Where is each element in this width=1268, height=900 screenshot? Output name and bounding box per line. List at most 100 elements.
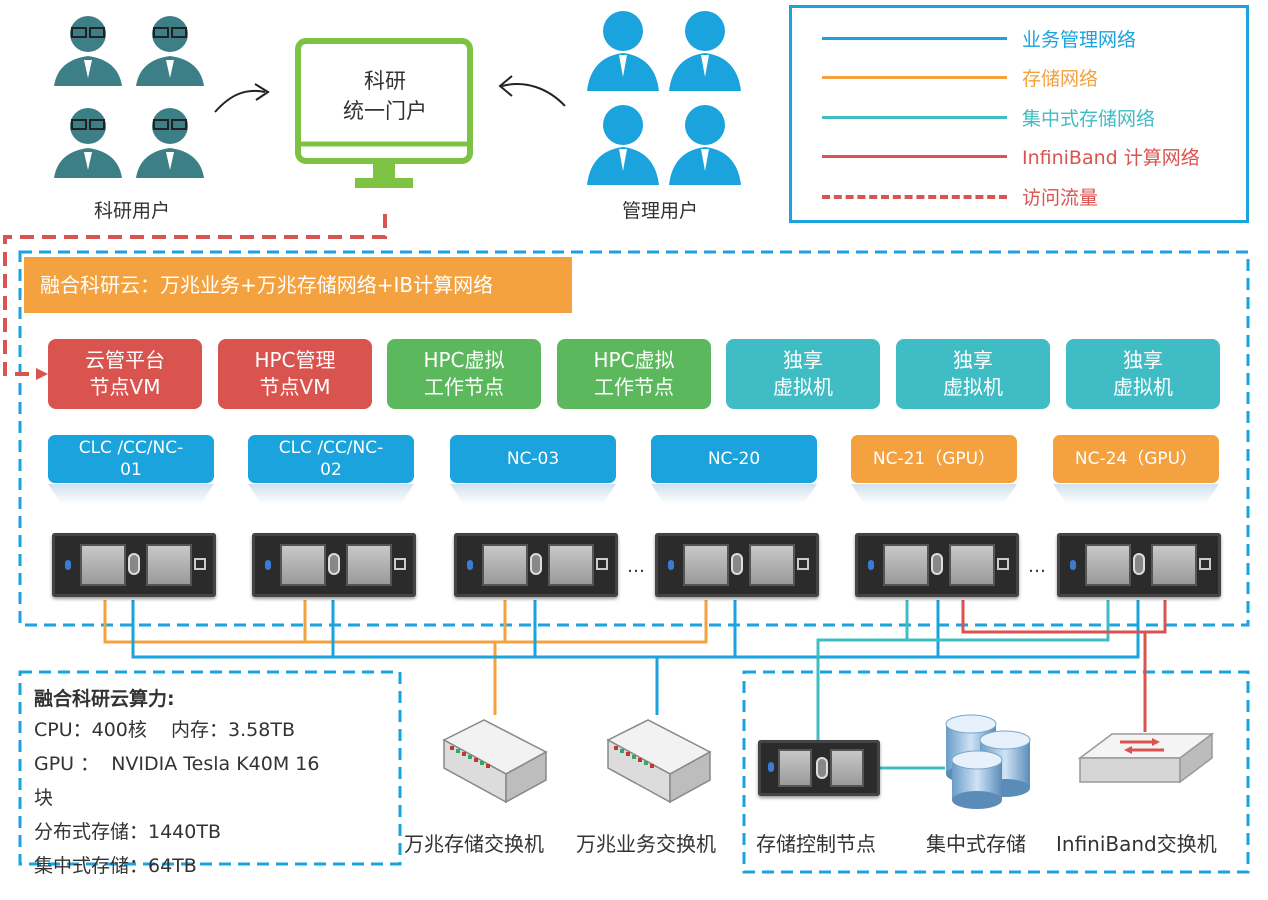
cloud-frame (18, 250, 1250, 627)
role-line2: 工作节点 (594, 375, 674, 399)
infiniband-switch-icon (1077, 732, 1215, 784)
role-box: HPC虚拟工作节点 (387, 339, 541, 409)
power-button-icon (596, 558, 608, 570)
role-line1: 独享 (1123, 348, 1163, 372)
cloud-banner: 融合科研云：万兆业务+万兆存储网络+IB计算网络 (24, 257, 572, 313)
node-label: CLC /CC/NC-01 (48, 435, 214, 483)
portal-monitor-icon (295, 38, 473, 188)
legend-item: 访问流量 (822, 183, 1242, 211)
drive-bay (346, 544, 392, 586)
portal-title-line2: 统一门户 (343, 99, 427, 123)
power-led-icon (467, 560, 473, 570)
role-line2: 节点VM (259, 375, 331, 399)
server-node (52, 533, 216, 597)
legend: 业务管理网络存储网络集中式存储网络 InfiniBand 计算网络访问流量 (789, 5, 1249, 223)
research-arrowhead (254, 83, 270, 101)
node-label-line1: CLC /CC/NC- (78, 438, 184, 458)
research-users-icon (53, 15, 205, 179)
legend-item: 集中式存储网络 (822, 104, 1242, 132)
role-line1: HPC虚拟 (593, 348, 675, 372)
ellipsis-2: … (1028, 556, 1046, 577)
node-label-line1: NC-03 (506, 449, 560, 469)
server-knob (731, 553, 743, 575)
central-storage-lines (816, 600, 1110, 770)
drive-bay (1151, 544, 1197, 586)
legend-label: InfiniBand 计算网络 (1022, 147, 1200, 169)
legend-swatch (822, 116, 1007, 119)
server-node (655, 533, 819, 597)
node-label: CLC /CC/NC-02 (248, 435, 414, 483)
server-node (1057, 533, 1221, 597)
node-shadow (1053, 484, 1219, 504)
access-traffic-line (3, 214, 387, 376)
stats-panel: 融合科研云算力: CPU：400核 内存：3.58TB GPU ： NVIDIA… (34, 684, 396, 883)
central-storage-icon (945, 714, 1031, 809)
drive-bay (749, 544, 795, 586)
role-box: 独享虚拟机 (896, 339, 1050, 409)
node-label: NC-24（GPU） (1053, 435, 1219, 483)
node-label-line2: 02 (320, 460, 342, 480)
research-arrow (214, 90, 266, 113)
server-node (454, 533, 618, 597)
node-label: NC-20 (651, 435, 817, 483)
power-button-icon (394, 558, 406, 570)
power-button-icon (797, 558, 809, 570)
legend-label: 业务管理网络 (1022, 29, 1137, 51)
storage-network-lines (103, 600, 708, 715)
portal-title: 科研 统一门户 (320, 66, 450, 126)
admin-arrow (501, 83, 566, 107)
infiniband-lines (961, 600, 1167, 732)
drive-bay (80, 544, 126, 586)
admin-users-icon (587, 11, 741, 185)
server-knob (1133, 553, 1145, 575)
node-shadow (450, 484, 616, 504)
stats-line-gpu-cont: 块 (34, 787, 54, 809)
role-line1: 云管平台 (85, 348, 165, 372)
server-node (252, 533, 416, 597)
drive-bay (548, 544, 594, 586)
legend-item: 存储网络 (822, 64, 1242, 92)
role-box: HPC管理节点VM (218, 339, 372, 409)
drive-bay (949, 544, 995, 586)
role-line1: 独享 (953, 348, 993, 372)
stats-line-distributed: 分布式存储：1440TB (34, 821, 221, 843)
drive-bay (1085, 544, 1131, 586)
node-shadow (651, 484, 817, 504)
stats-line-cpu: CPU：400核 内存：3.58TB (34, 719, 295, 741)
role-line1: 独享 (783, 348, 823, 372)
central-storage-label: 集中式存储 (926, 832, 1026, 856)
drive-bay (683, 544, 729, 586)
server-knob (530, 553, 542, 575)
storage-frame (742, 670, 1250, 874)
portal-title-line1: 科研 (364, 69, 406, 93)
drive-bay (280, 544, 326, 586)
power-led-icon (265, 560, 271, 570)
drive-bay (482, 544, 528, 586)
role-line2: 虚拟机 (1113, 375, 1173, 399)
role-line2: 工作节点 (424, 375, 504, 399)
storage-switch-label: 万兆存储交换机 (404, 832, 544, 856)
node-label: NC-21（GPU） (851, 435, 1017, 483)
node-label-line1: NC-20 (707, 449, 761, 469)
node-label-line2: 01 (120, 460, 142, 480)
role-box: HPC虚拟工作节点 (557, 339, 711, 409)
stats-line-gpu: GPU ： NVIDIA Tesla K40M 16 (34, 753, 320, 775)
admin-users-label: 管理用户 (621, 200, 698, 222)
power-led-icon (668, 560, 674, 570)
access-traffic-arrowhead (36, 368, 48, 380)
infiniband-switch-label: InfiniBand交换机 (1056, 832, 1217, 856)
node-label-line1: NC-24（GPU） (1074, 449, 1198, 469)
legend-label: 存储网络 (1022, 68, 1099, 90)
role-line1: HPC虚拟 (423, 348, 505, 372)
business-switch-label: 万兆业务交换机 (576, 832, 716, 856)
role-line1: HPC管理 (254, 348, 336, 372)
legend-swatch (822, 37, 1007, 40)
storage-switch-icon (442, 719, 548, 804)
legend-swatch (822, 76, 1007, 79)
power-button-icon (997, 558, 1009, 570)
legend-item: InfiniBand 计算网络 (822, 143, 1242, 171)
stats-line-central: 集中式存储：64TB (34, 855, 197, 877)
legend-label: 集中式存储网络 (1022, 108, 1156, 130)
power-led-icon (1070, 560, 1076, 570)
